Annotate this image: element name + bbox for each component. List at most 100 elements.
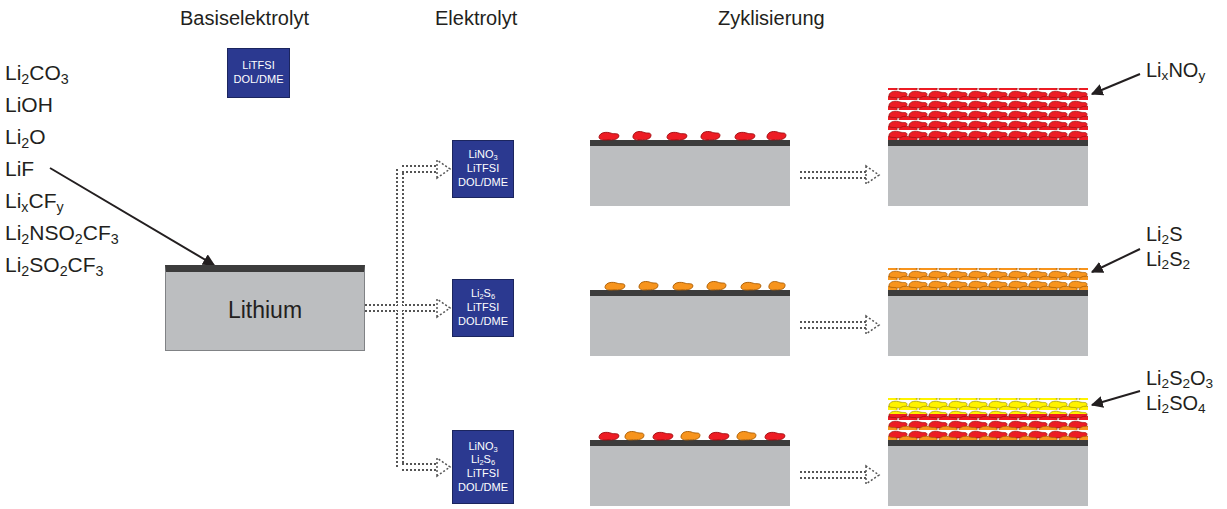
layer-label: Li2S	[1146, 222, 1182, 246]
compound-label: Li2SO2CF3	[5, 252, 104, 277]
compound-label: Li2O	[5, 124, 46, 149]
column-heading: Elektrolyt	[435, 6, 517, 30]
subscript: 2	[1162, 401, 1170, 416]
subscript: 6	[491, 458, 495, 467]
sei-flake	[737, 431, 756, 439]
cycling-figure	[590, 131, 790, 206]
connector-head-layer	[437, 160, 450, 476]
subscript: 2	[1162, 257, 1170, 272]
subscript: 2	[21, 71, 29, 87]
subscript: y	[1198, 68, 1205, 83]
arrow-head	[437, 160, 450, 178]
subscript: 2	[1162, 232, 1170, 247]
sei-stack	[888, 268, 1088, 290]
cycling-figure	[590, 431, 790, 506]
box-text: DOL/DME	[458, 481, 508, 495]
electrolyte-box: LiNO3Li2S6LiTFSIDOL/DME	[452, 430, 514, 504]
box-text: Li2S6	[471, 453, 495, 467]
sei-flake	[599, 132, 619, 140]
subscript: 3	[61, 71, 69, 87]
surface-layer	[590, 290, 790, 296]
lithium-block	[590, 446, 790, 506]
connector-outline-layer	[365, 169, 437, 467]
box-text: DOL/DME	[233, 73, 283, 87]
column-heading: Zyklisierung	[718, 6, 825, 30]
surface-layer	[590, 440, 790, 446]
subscript: 3	[96, 263, 104, 279]
lithium-block	[888, 296, 1088, 356]
subscript: 3	[1206, 376, 1214, 391]
box-text: Li2S6	[471, 287, 495, 301]
sei-stack	[888, 88, 1088, 140]
sei-flake	[769, 281, 785, 289]
box-text: LiTFSI	[467, 467, 499, 481]
arrow-head	[437, 299, 450, 317]
electrolyte-box: LiTFSIDOL/DME	[227, 48, 290, 98]
sei-stack	[888, 398, 1088, 414]
dotted-connector-core	[365, 169, 437, 308]
lithium-block: Lithium	[165, 265, 365, 351]
leader-arrow	[1092, 391, 1140, 405]
sei-flake	[767, 131, 786, 139]
layer-label: Li2S2O3	[1146, 366, 1213, 390]
sei-flake	[639, 281, 658, 289]
box-text: LiTFSI	[242, 59, 274, 73]
cycled-figure	[888, 88, 1088, 206]
sei-flake	[707, 281, 726, 289]
surface-layer	[888, 140, 1088, 146]
dotted-connector	[365, 308, 437, 467]
subscript: 2	[1182, 257, 1190, 272]
compound-label: Li2CO3	[5, 60, 69, 85]
sei-flake	[653, 432, 673, 440]
box-text: DOL/DME	[458, 176, 508, 190]
sei-flake	[673, 282, 693, 290]
subscript: 2	[1182, 376, 1190, 391]
sei-flake	[667, 132, 687, 140]
subscript: y	[57, 199, 64, 215]
compound-label: Li2NSO2CF3	[5, 220, 119, 245]
subscript: 3	[493, 153, 497, 162]
subscript: 2	[479, 292, 483, 301]
subscript: 2	[21, 135, 29, 151]
sei-flake	[625, 431, 644, 439]
lithium-block	[590, 296, 790, 356]
layer-label: Li2SO4	[1146, 391, 1206, 415]
dotted-connector-core	[365, 308, 437, 467]
subscript: 6	[491, 292, 495, 301]
subscript: 2	[60, 263, 68, 279]
subscript: x	[1162, 68, 1169, 83]
surface-layer	[590, 140, 790, 146]
subscript: 2	[479, 458, 483, 467]
subscript: 4	[1198, 401, 1206, 416]
sei-flake	[741, 282, 761, 290]
surface-layer	[888, 440, 1088, 446]
electrolyte-box: LiNO3LiTFSIDOL/DME	[452, 140, 514, 198]
layer-label: LixNOy	[1146, 58, 1205, 82]
leader-arrow	[1092, 249, 1140, 272]
subscript: 2	[75, 231, 83, 247]
column-heading: Basiselektrolyt	[180, 6, 309, 30]
dotted-connector	[365, 169, 437, 308]
layer-label: Li2S2	[1146, 247, 1190, 271]
compound-label: LiF	[5, 156, 34, 181]
sei-stack	[888, 414, 1088, 426]
dotted-arrow	[800, 166, 879, 484]
sei-stack	[888, 426, 1088, 440]
leader-arrow	[1092, 74, 1140, 94]
connector-inner-layer	[365, 169, 437, 467]
sei-flake	[709, 432, 729, 440]
arrow-head	[437, 458, 450, 476]
sei-flake	[681, 431, 700, 439]
sei-flake	[633, 131, 651, 139]
box-text: LiTFSI	[467, 301, 499, 315]
subscript: x	[21, 199, 28, 215]
sei-flake	[599, 432, 619, 440]
electrolyte-box: Li2S6LiTFSIDOL/DME	[452, 279, 514, 337]
subscript: 3	[493, 444, 497, 453]
compound-label: LiOH	[5, 92, 53, 117]
subscript: 2	[21, 231, 29, 247]
cycled-figure	[888, 398, 1088, 506]
lithium-block	[590, 146, 790, 206]
